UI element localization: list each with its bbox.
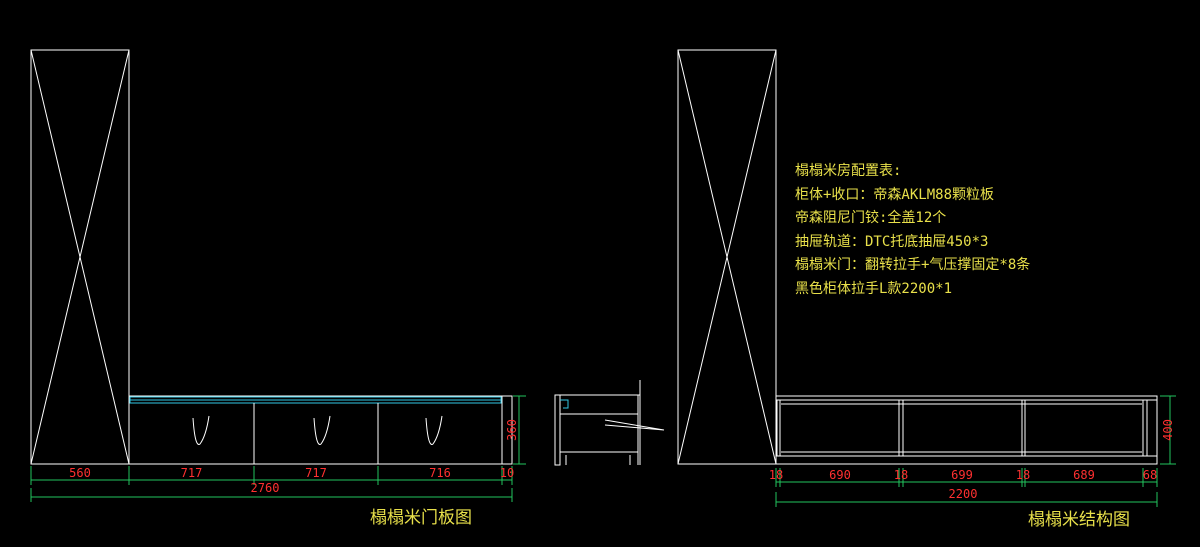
structure-height-label: 400 <box>1161 419 1175 441</box>
door-dim-label-5: 10 <box>500 466 514 480</box>
config-line-hinge: 帝森阻尼门铰:全盖12个 <box>795 210 947 226</box>
section-lid-profile <box>560 399 569 409</box>
structure-dim-label-5: 18 <box>1016 468 1030 482</box>
door-handle-curve-1 <box>192 415 210 445</box>
door-dim-label-4: 716 <box>429 466 451 480</box>
dimension-lines: 560 717 717 716 10 2760 360 18 690 18 699 18 689 68 22… <box>30 395 1176 507</box>
config-table: 榻榻米房配置表: 柜体+收口：帝森AKLM88颗粒板 帝森阻尼门铰:全盖12个 … <box>795 160 1030 301</box>
tall-cabinet-right-cross-b <box>677 49 777 465</box>
structure-frame <box>775 395 1158 465</box>
structure-dim-label-6: 689 <box>1073 468 1095 482</box>
structure-overall-dim-label: 2200 <box>949 487 978 501</box>
config-line-handle: 黑色柜体拉手L款2200*1 <box>795 280 953 297</box>
door-height-label: 360 <box>505 419 519 441</box>
door-dim-label-3: 717 <box>305 466 327 480</box>
structure-dim-label-1: 18 <box>769 468 783 482</box>
door-end-strip <box>501 395 513 465</box>
structure-view-title: 榻榻米结构图 <box>1028 510 1130 530</box>
structure-dim-label-4: 699 <box>951 468 973 482</box>
door-dim-label-2: 717 <box>181 466 203 480</box>
structure-dim-label-7: 68 <box>1143 468 1157 482</box>
structure-dim-label-2: 690 <box>829 468 851 482</box>
door-overall-dim-label: 2760 <box>251 481 280 495</box>
structure-dim-label-3: 18 <box>894 468 908 482</box>
tall-cabinet-right <box>677 49 777 465</box>
config-line-drawer-rail: 抽屉轨道：DTC托底抽屉450*3 <box>795 233 989 250</box>
config-table-title: 榻榻米房配置表: <box>795 163 902 179</box>
tall-cabinet-left-cross-b <box>30 49 130 465</box>
door-handle-curve-3 <box>425 415 443 445</box>
tall-cabinet-left <box>30 49 130 465</box>
door-dim-label-1: 560 <box>69 466 91 480</box>
door-handle-curve-2 <box>313 415 331 445</box>
config-line-board: 柜体+收口：帝森AKLM88颗粒板 <box>795 186 995 203</box>
section-gas-strut <box>604 419 665 431</box>
section-back-panel <box>554 394 561 466</box>
door-panel-elevation <box>30 49 513 465</box>
config-line-tatami-door: 榻榻米门：翻转拉手+气压撑固定*8条 <box>795 257 1031 273</box>
side-section-view <box>554 380 665 466</box>
structure-elevation <box>677 49 1158 465</box>
door-view-title: 榻榻米门板图 <box>370 508 472 528</box>
